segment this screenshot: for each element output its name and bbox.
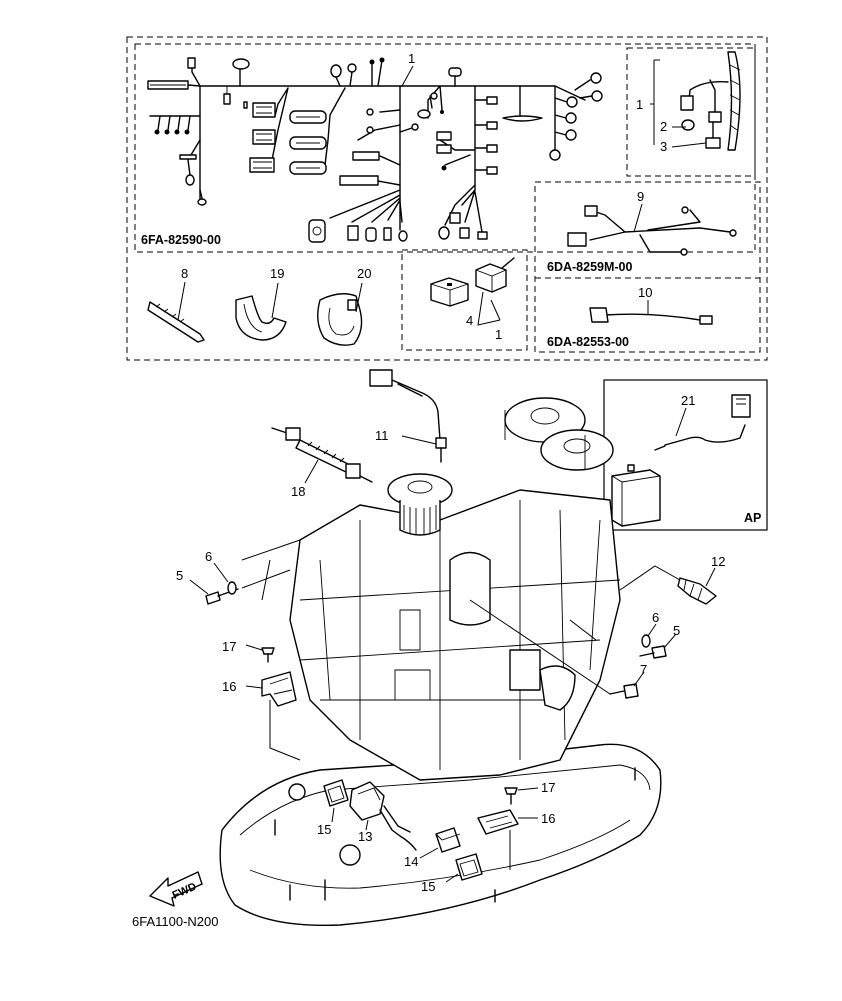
callout-11: 11 (375, 428, 389, 443)
callout-relay-1: 1 (495, 327, 502, 342)
sensor-18-drawing: 18 (271, 427, 373, 499)
cowling-parts-drawing: 15 13 14 15 (317, 779, 483, 894)
harness-part-code: 6FA-82590-00 (141, 233, 221, 247)
callout-2: 2 (660, 119, 667, 134)
callout-4: 4 (466, 313, 473, 328)
dashed-frames (126, 36, 768, 361)
bolt-washer-left-drawing: 5 6 (176, 539, 301, 605)
callout-6-right: 6 (652, 610, 659, 625)
callout-16-left: 16 (222, 679, 236, 694)
callout-15-right: 15 (421, 879, 435, 894)
callout-9: 9 (637, 189, 644, 204)
callout-19: 19 (270, 266, 284, 281)
sub-assembly-callouts: 1 2 3 (636, 59, 707, 154)
part-code-10: 6DA-82553-00 (547, 335, 629, 349)
callout-21: 21 (681, 393, 695, 408)
part-code-9: 6DA-8259M-00 (547, 260, 633, 274)
ap-box: 21 AP (603, 379, 768, 531)
sensor-12-drawing: 12 (619, 554, 725, 605)
callout-13: 13 (358, 829, 372, 844)
callout-5-right: 5 (673, 623, 680, 638)
drawing-code: 6FA1100-N200 (132, 914, 219, 929)
wire-harness-drawing (147, 57, 603, 243)
sensor-11-drawing: 11 (369, 369, 447, 463)
callout-12: 12 (711, 554, 725, 569)
bolt-washer-right-drawing: 6 5 7 (469, 599, 680, 699)
fwd-arrow: FWD (149, 871, 203, 907)
callout-3: 3 (660, 139, 667, 154)
ap-label: AP (744, 511, 761, 525)
callout-10: 10 (638, 285, 652, 300)
bracket-left-drawing: 17 16 (222, 639, 301, 761)
clamps-drawing: 8 19 20 (147, 266, 371, 346)
callout-5-left: 5 (176, 568, 183, 583)
callout-15-left: 15 (317, 822, 331, 837)
callout-14: 14 (404, 854, 418, 869)
bracket-right-drawing: 17 16 (477, 780, 555, 870)
sensor-assembly-drawing (680, 51, 741, 151)
lead-wire-9-drawing: 9 6DA-8259M-00 (547, 189, 737, 274)
callout-16-right: 16 (541, 811, 555, 826)
relay-drawing: 4 1 (430, 257, 515, 342)
callout-20: 20 (357, 266, 371, 281)
lead-wire-10-drawing: 10 6DA-82553-00 (547, 285, 713, 349)
callout-17-right: 17 (541, 780, 555, 795)
callout-1: 1 (636, 97, 643, 112)
callout-18: 18 (291, 484, 305, 499)
callout-7: 7 (640, 662, 647, 677)
callout-6-left: 6 (205, 549, 212, 564)
callout-harness-1: 1 (408, 51, 415, 66)
callout-17-left: 17 (222, 639, 236, 654)
callout-8: 8 (181, 266, 188, 281)
